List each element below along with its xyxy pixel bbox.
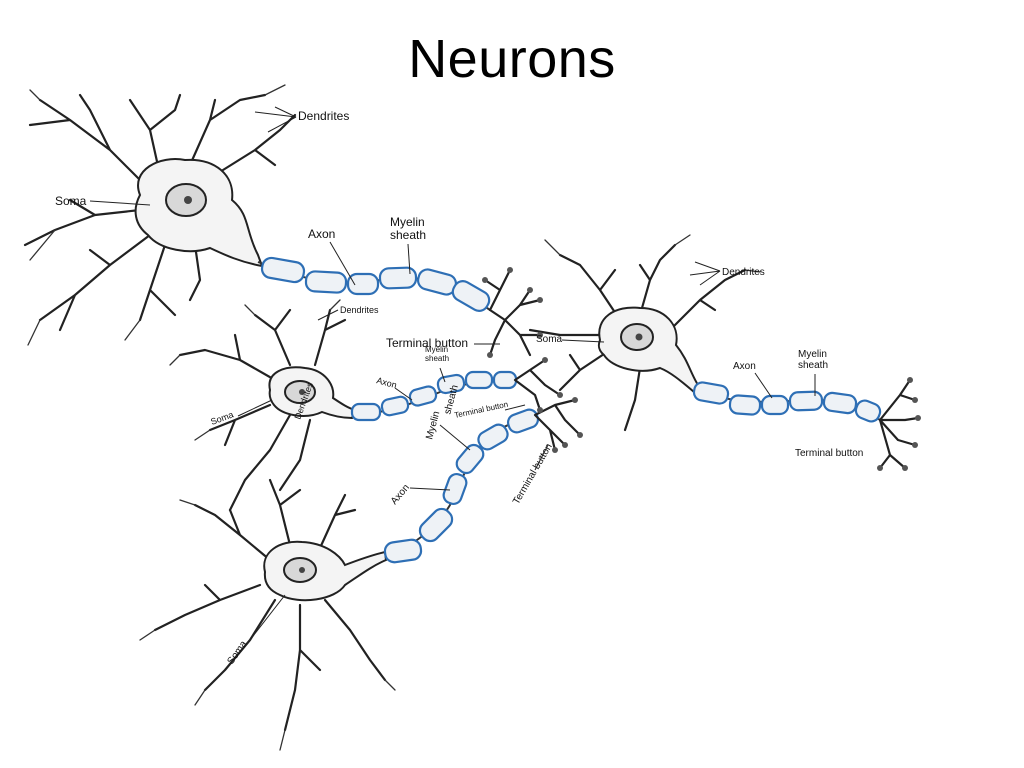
label-n2-dendrites: Dendrites (722, 267, 765, 278)
label-n4-axon: Axon (389, 482, 412, 507)
label-n4-myelin-line: Myelin (424, 410, 442, 441)
neuron-3-myelin-sheath (350, 370, 518, 422)
slide-title: Neurons (408, 29, 616, 89)
label-n2-terminal: Terminal button (386, 336, 468, 350)
terminal-buttons-cluster (482, 267, 583, 453)
neuron-1-dendrites (23, 84, 297, 346)
label-n1-myelin-line: Myelin (390, 215, 425, 229)
neuron-4 (139, 408, 540, 751)
label-n4-terminal: Terminal button (511, 442, 555, 507)
neuron-2 (528, 234, 921, 471)
label-n1-soma: Soma (55, 194, 87, 208)
label-n2-myelin-line-2: sheath (798, 360, 828, 371)
label-n1-dendrites: Dendrites (298, 109, 349, 123)
neuron-2-soma (597, 306, 700, 394)
label-n2-myelin-line: Myelin (798, 349, 827, 360)
label-n3-axon: Axon (375, 375, 397, 390)
neuron-3-dendrites (169, 299, 347, 512)
label-n3-dendrites: Dendrites (340, 305, 379, 315)
label-n2-soma: Soma (536, 334, 563, 345)
neuron-1-myelin-sheath (260, 256, 491, 312)
label-n2-axon: Axon (733, 361, 756, 372)
neuron-1 (23, 84, 491, 346)
neuron-4-soma (263, 540, 388, 602)
label-n3-myelin-line-2: sheath (425, 354, 449, 363)
neuron-2-axon-terminals (877, 377, 921, 471)
label-n3-myelin-line: Myelin (425, 345, 448, 354)
label-n1-myelin-line-2: sheath (390, 228, 426, 242)
neuron-4-dendrites (139, 478, 396, 751)
label-n4-soma: Soma (225, 639, 249, 667)
label-n1-axon: Axon (308, 227, 335, 241)
neuron-2-myelin-sheath (692, 381, 882, 423)
neuron-4-myelin-sheath (383, 408, 540, 564)
neuron-3 (169, 299, 518, 512)
label-n3-terminal: Terminal button (454, 400, 509, 420)
label-n2-terminal-button: Terminal button (795, 448, 863, 459)
neuron-2-dendrites (528, 234, 761, 432)
